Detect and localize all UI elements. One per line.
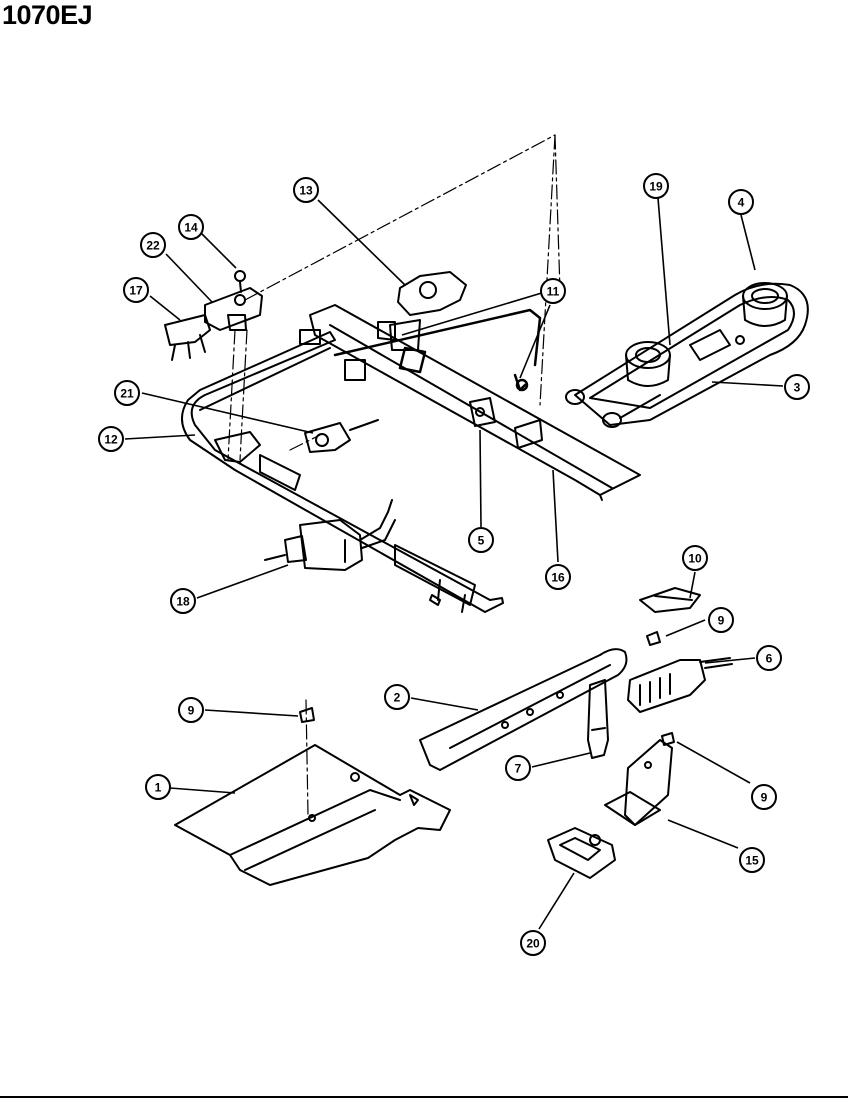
callout-part-6: 6 [756,645,782,671]
callout-part-10: 10 [682,545,708,571]
part-11-pilot-tube [333,308,542,392]
part-3-burner-tray [574,282,809,426]
callout-circle [540,278,566,304]
callout-label: 10 [688,552,702,566]
callout-circle [520,930,546,956]
part-15-bracket [604,739,673,826]
model-title: 1070EJ [2,0,93,30]
callout-circle [145,774,171,800]
part-20-switch [547,827,616,879]
page-bottom-rule [0,1096,848,1098]
callout-label: 11 [547,285,560,299]
callout-label: 9 [718,614,725,628]
callout-circle [114,380,140,406]
callout-label: 5 [478,534,485,548]
callout-label: 18 [176,595,190,609]
callout-label: 2 [394,691,401,705]
part-18-regulator [264,499,396,571]
part-7-tube [587,679,609,759]
callout-circle [384,684,410,710]
callout-circle [756,645,782,671]
callout-circle [140,232,166,258]
part-14-screw [234,270,246,293]
callout-circle [178,697,204,723]
part-9-screw-right-upper [646,631,661,646]
callout-part-13: 13 [293,177,319,203]
callout-label: 16 [551,571,565,585]
callout-part-9: 9 [178,697,204,723]
callout-label: 9 [761,791,768,805]
callout-circle [123,277,149,303]
part-9-screw-left [299,707,315,723]
part-4-burner-head [742,282,788,327]
part-22-fitting [204,287,263,331]
callout-circle [739,847,765,873]
callout-circle [505,755,531,781]
callout-label: 15 [745,854,759,868]
callout-circle [170,588,196,614]
callout-part-15: 15 [739,847,765,873]
callout-circle [98,426,124,452]
callout-circle [708,607,734,633]
callout-part-12: 12 [98,426,124,452]
callout-circle [682,545,708,571]
part-21-pilot-burner [304,419,379,453]
part-9-screw-right-lower [661,732,675,746]
callout-label: 12 [104,433,118,447]
callout-part-3: 3 [784,374,810,400]
callout-label: 3 [794,381,801,395]
callout-label: 7 [515,762,522,776]
callout-label: 21 [120,387,134,401]
callout-circle [643,173,669,199]
burner-orifices [565,329,745,428]
callout-label: 19 [649,180,663,194]
callout-label: 6 [766,652,773,666]
callout-part-4: 4 [728,189,754,215]
callout-label: 20 [526,937,540,951]
callout-part-22: 22 [140,232,166,258]
callout-label: 22 [146,239,160,253]
callout-label: 4 [738,196,745,210]
callout-circle [545,564,571,590]
part-2-bracket [419,648,628,771]
callout-circle [178,214,204,240]
callout-part-20: 20 [520,930,546,956]
callout-part-9: 9 [708,607,734,633]
callout-part-2: 2 [384,684,410,710]
part-6-igniter [627,657,733,713]
leader-lines [124,197,784,930]
part-5-bracket [344,359,543,449]
callout-circle [468,527,494,553]
callout-part-9: 9 [751,784,777,810]
part-13-valve [377,271,467,351]
callout-part-5: 5 [468,527,494,553]
callout-circle [751,784,777,810]
callout-part-18: 18 [170,588,196,614]
callout-circle [293,177,319,203]
callout-circle [784,374,810,400]
callout-part-16: 16 [545,564,571,590]
callout-label: 14 [184,221,198,235]
alignment-lines [227,134,561,816]
part-19-burner-head [625,341,671,387]
part-10-clip [639,587,701,613]
callout-part-17: 17 [123,277,149,303]
callout-part-1: 1 [145,774,171,800]
callout-part-14: 14 [178,214,204,240]
callout-label: 13 [299,184,313,198]
callout-label: 1 [155,781,162,795]
callout-part-7: 7 [505,755,531,781]
callout-label: 17 [129,284,143,298]
callout-label: 9 [188,704,195,718]
callout-part-21: 21 [114,380,140,406]
callout-part-11: 11 [540,278,566,304]
callout-part-19: 19 [643,173,669,199]
part-17-igniter-bracket [164,314,211,361]
callout-circle [728,189,754,215]
part-1-shield [174,744,451,886]
